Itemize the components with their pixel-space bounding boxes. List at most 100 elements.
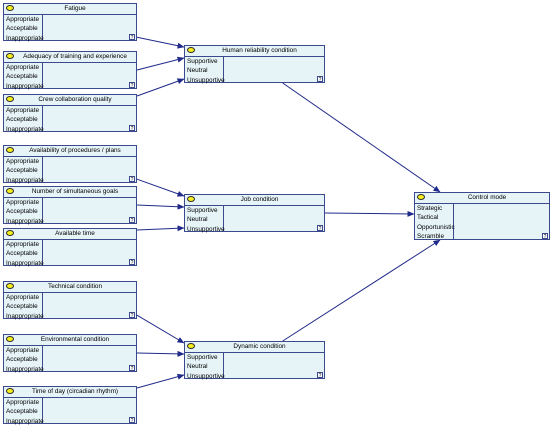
state-label: Appropriate [6, 107, 40, 114]
state-label: Inappropriate [6, 176, 44, 184]
node-title-text: Human reliability condition [222, 47, 297, 54]
state-label: Acceptable [6, 208, 38, 216]
status-indicator-icon [187, 47, 195, 53]
node-title: Availability of procedures / plans [4, 146, 136, 157]
help-icon[interactable]: ? [542, 233, 548, 240]
status-indicator-icon [6, 188, 14, 194]
state-label: Appropriate [6, 16, 40, 23]
edge-technical-to-dynamic [136, 314, 185, 344]
node-title: Fatigue [4, 4, 136, 15]
state-label: Inappropriate [6, 125, 44, 133]
state-label: Neutral [187, 216, 208, 224]
help-icon[interactable]: ? [129, 365, 135, 372]
node-title-text: Job condition [240, 196, 279, 203]
state-label: Inappropriate [6, 417, 44, 425]
edge-job-to-control [324, 210, 415, 217]
state-label: Neutral [187, 67, 208, 75]
state-label: Inappropriate [6, 82, 44, 90]
state-label: Acceptable [6, 408, 38, 416]
node-title-text: Fatigue [64, 5, 86, 12]
state-label: Tactical [417, 214, 439, 222]
state-label: Supportive [187, 58, 218, 65]
edge-human-to-control [282, 82, 441, 193]
help-icon[interactable]: ? [129, 417, 135, 424]
node-title-text: Time of day (circadian rhythm) [31, 388, 119, 395]
node-title: Adequacy of training and experience [4, 52, 136, 63]
node-title: Human reliability condition [185, 46, 324, 57]
node-title: Technical condition [4, 282, 136, 293]
state-label: Strategic [417, 205, 443, 212]
state-label: Acceptable [6, 167, 38, 175]
help-icon[interactable]: ? [129, 217, 135, 224]
state-label: Acceptable [6, 73, 38, 81]
help-icon[interactable]: ? [129, 34, 135, 41]
state-label: Appropriate [6, 347, 40, 354]
status-indicator-icon [6, 5, 14, 11]
edge-environment-to-dynamic [136, 350, 185, 357]
help-icon[interactable]: ? [129, 125, 135, 132]
help-icon[interactable]: ? [129, 259, 135, 266]
help-icon[interactable]: ? [317, 225, 323, 232]
help-icon[interactable]: ? [317, 372, 323, 379]
node-title-text: Number of simultaneous goals [31, 188, 119, 195]
state-label: Unsupportive [187, 76, 225, 84]
help-icon[interactable]: ? [129, 176, 135, 183]
node-timeofday[interactable]: Time of day (circadian rhythm) Appropriat… [3, 386, 137, 425]
edge-dynamic-to-control [282, 239, 441, 342]
node-title: Control mode [415, 193, 549, 204]
state-label: Appropriate [6, 399, 40, 406]
state-label: Appropriate [6, 199, 40, 206]
node-title-text: Availability of procedures / plans [29, 147, 121, 154]
node-title-text: Environmental condition [40, 336, 110, 343]
state-label: Appropriate [6, 64, 40, 71]
state-label: Inappropriate [6, 34, 44, 42]
state-label: Acceptable [6, 25, 38, 33]
node-title-text: Dynamic condition [233, 343, 286, 350]
help-icon[interactable]: ? [129, 82, 135, 89]
state-label: Inappropriate [6, 217, 44, 225]
edge-training-to-human [136, 56, 185, 71]
help-icon[interactable]: ? [317, 76, 323, 83]
node-title: Available time [4, 229, 136, 240]
help-icon[interactable]: ? [129, 312, 135, 319]
edge-crew-to-human [136, 78, 185, 97]
state-label: Unsupportive [187, 372, 225, 380]
status-indicator-icon [6, 53, 14, 59]
state-label: Appropriate [6, 241, 40, 248]
node-title-text: Technical condition [48, 283, 102, 290]
status-indicator-icon [6, 283, 14, 289]
status-indicator-icon [187, 343, 195, 349]
state-label: Unsupportive [187, 225, 225, 233]
